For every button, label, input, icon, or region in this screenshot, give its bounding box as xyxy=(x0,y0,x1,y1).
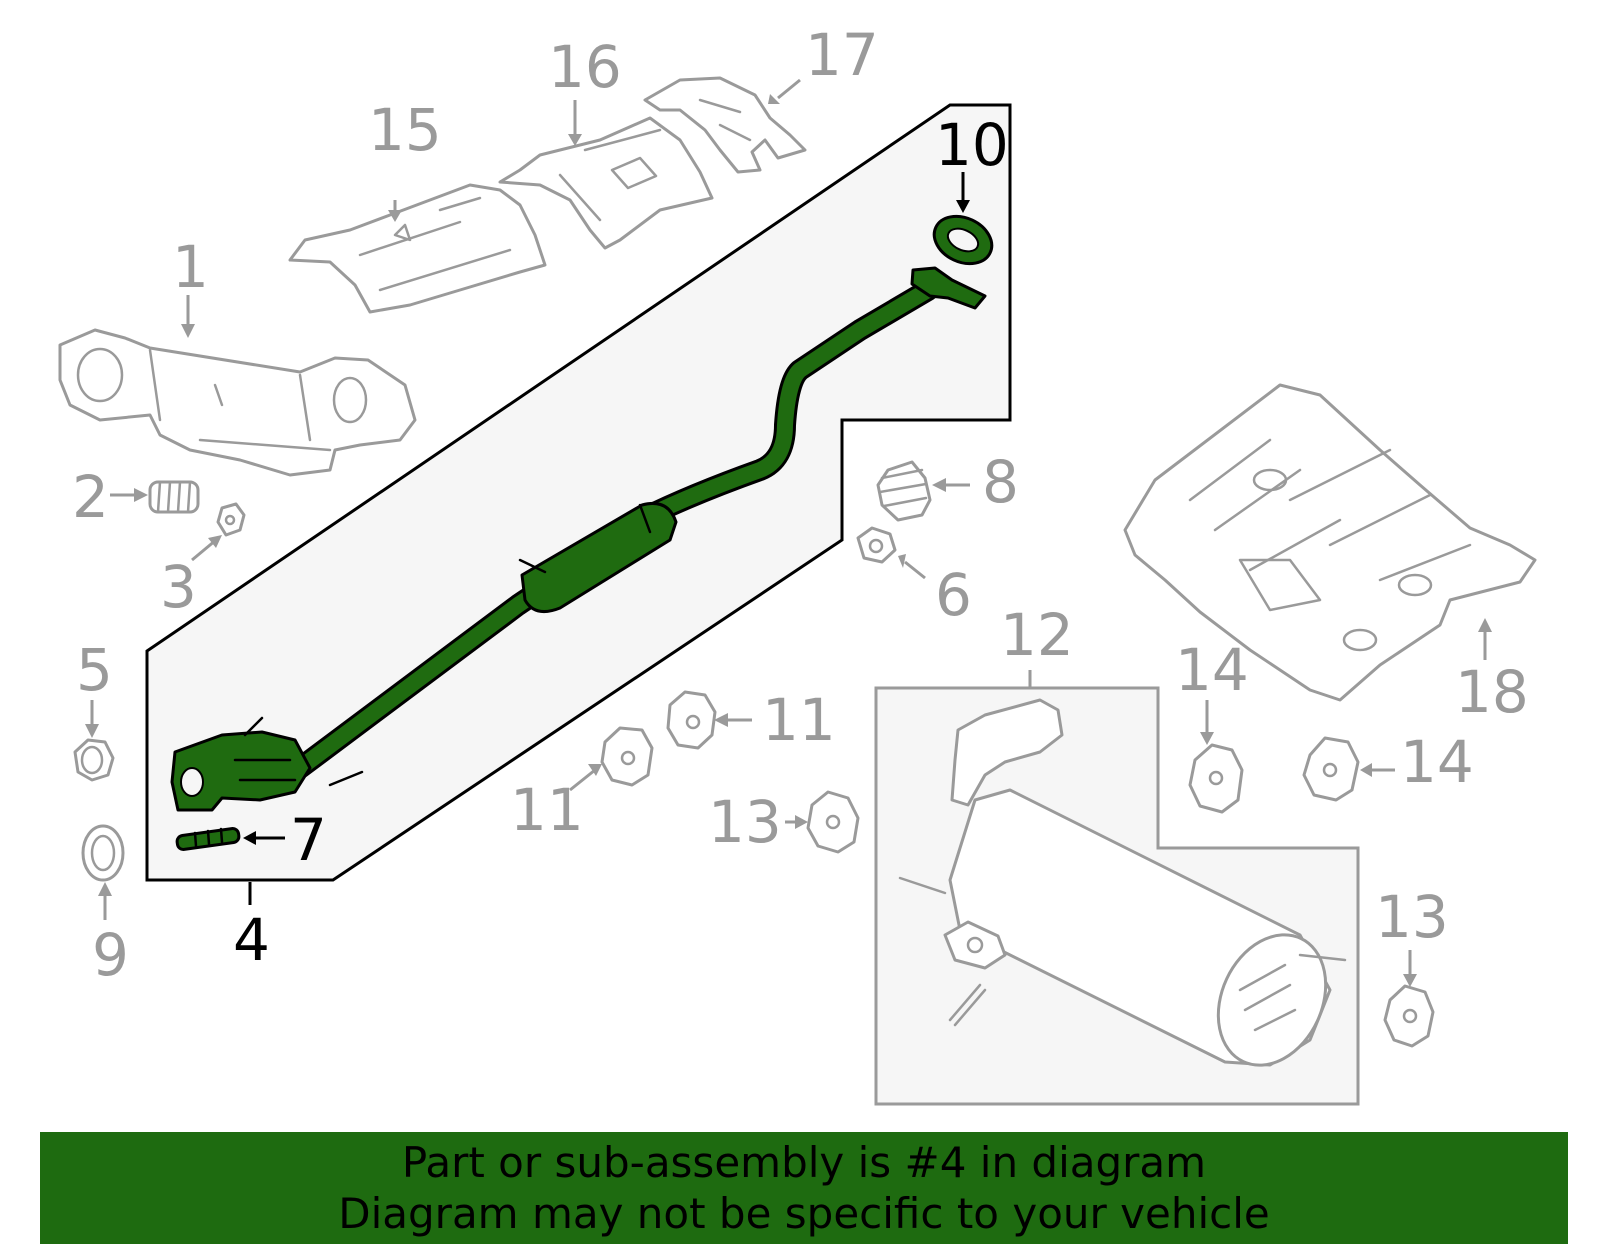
callout-14a: 14 xyxy=(1175,636,1249,704)
part-15-heat-shield[interactable] xyxy=(288,183,547,314)
callout-14b: 14 xyxy=(1400,728,1474,796)
callout-11b: 11 xyxy=(510,776,584,844)
part-11-hanger-a[interactable] xyxy=(666,690,717,750)
info-banner: Part or sub-assembly is #4 in diagram Di… xyxy=(40,1132,1568,1244)
callout-17: 17 xyxy=(805,21,879,89)
callout-labels: 1 2 3 4 5 6 7 8 9 10 11 11 12 13 13 14 1… xyxy=(72,21,1529,989)
part-4-exhaust-pipe[interactable] xyxy=(170,266,987,812)
callout-4: 4 xyxy=(233,906,270,974)
callout-2: 2 xyxy=(72,463,109,531)
callout-13a: 13 xyxy=(708,788,782,856)
part-17-heat-shield[interactable] xyxy=(643,76,807,174)
part-13-hanger-a[interactable] xyxy=(806,790,860,854)
part-16-heat-shield[interactable] xyxy=(498,116,714,250)
callout-10: 10 xyxy=(935,111,1009,179)
callout-5: 5 xyxy=(76,636,113,704)
part-12-muffler[interactable] xyxy=(898,698,1347,1083)
callout-15: 15 xyxy=(368,96,442,164)
callout-6: 6 xyxy=(935,561,972,629)
banner-line-2: Diagram may not be specific to your vehi… xyxy=(338,1189,1270,1238)
callout-18: 18 xyxy=(1455,658,1529,726)
part-3-nut[interactable] xyxy=(216,502,246,537)
part-13-hanger-b[interactable] xyxy=(1383,984,1435,1048)
part-5-nut[interactable] xyxy=(73,738,115,782)
callout-16: 16 xyxy=(548,33,622,101)
part-14-hanger-b[interactable] xyxy=(1302,736,1360,802)
callout-7: 7 xyxy=(290,806,327,874)
part-6-nut[interactable] xyxy=(856,526,897,564)
callout-9: 9 xyxy=(92,921,129,989)
callout-8: 8 xyxy=(982,448,1019,516)
callout-13b: 13 xyxy=(1375,883,1449,951)
part-1-manifold-heat-shield[interactable] xyxy=(58,328,417,477)
callout-11a: 11 xyxy=(762,686,836,754)
part-8-rubber-boot[interactable] xyxy=(876,460,932,522)
leader-arrows xyxy=(85,78,1492,987)
part-10-gasket[interactable] xyxy=(927,207,1000,272)
banner-line-1: Part or sub-assembly is #4 in diagram xyxy=(401,1138,1207,1187)
part-2-spring[interactable] xyxy=(148,480,200,514)
part-18-floor-heat-shield[interactable] xyxy=(1123,383,1537,702)
part-11-hanger-b[interactable] xyxy=(600,726,654,787)
callout-1: 1 xyxy=(172,233,209,301)
part-14-hanger-a[interactable] xyxy=(1188,743,1244,814)
part-9-gasket[interactable] xyxy=(81,824,125,882)
part-4-group-box xyxy=(145,103,1012,882)
callout-12: 12 xyxy=(1000,601,1074,669)
callout-3: 3 xyxy=(160,553,197,621)
part-7-stud[interactable] xyxy=(175,827,241,851)
